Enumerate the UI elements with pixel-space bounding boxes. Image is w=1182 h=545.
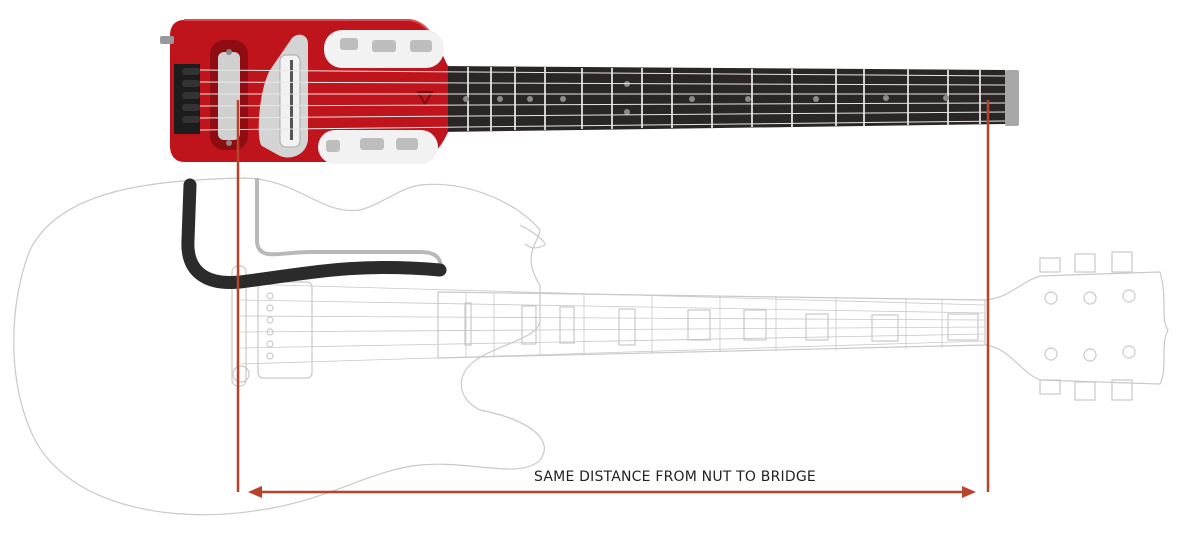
scale-length-markers bbox=[236, 100, 990, 498]
pickup-outline bbox=[257, 281, 313, 379]
guitar-body-outline bbox=[13, 177, 545, 516]
arrowhead-right bbox=[962, 486, 976, 498]
tuner-block bbox=[174, 64, 200, 134]
guitar-headstock-outline bbox=[984, 271, 1169, 385]
fret-inlays bbox=[463, 81, 949, 115]
foam-arm-rest bbox=[181, 178, 447, 289]
distance-caption: SAME DISTANCE FROM NUT TO BRIDGE bbox=[534, 469, 816, 485]
frets bbox=[467, 67, 981, 131]
arrowhead-left bbox=[248, 486, 262, 498]
nut bbox=[1005, 70, 1019, 126]
pickup bbox=[258, 34, 308, 158]
leg-rest-bar bbox=[255, 178, 443, 273]
strings bbox=[199, 69, 1006, 131]
full-size-guitar-outline bbox=[13, 177, 1169, 516]
guitar-neck-outline bbox=[437, 291, 986, 359]
travel-guitar bbox=[160, 19, 1019, 289]
brand-logo bbox=[416, 91, 434, 106]
outline-strings bbox=[239, 283, 986, 365]
